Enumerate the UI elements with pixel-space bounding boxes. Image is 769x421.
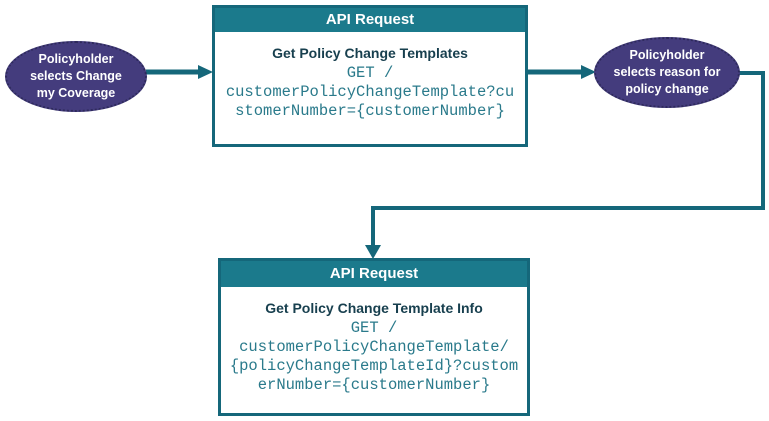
step-label: Policyholder selects Change my Coverage: [30, 52, 122, 100]
step-policyholder-selects-change: Policyholder selects Change my Coverage: [5, 41, 147, 112]
api-request-header: API Request: [215, 8, 525, 32]
api-request-box-get-template-info: API Request Get Policy Change Template I…: [218, 258, 530, 416]
step-label: Policyholder selects reason for policy c…: [613, 48, 721, 96]
api-request-header: API Request: [221, 261, 527, 287]
api-title: Get Policy Change Template Info: [265, 300, 483, 316]
arrowhead-right-icon: [581, 65, 596, 79]
api-endpoint: GET / customerPolicyChangeTemplate/ {pol…: [229, 319, 519, 395]
api-request-box-get-templates: API Request Get Policy Change Templates …: [212, 5, 528, 147]
arrowhead-right-icon: [198, 65, 213, 79]
api-endpoint: GET / customerPolicyChangeTemplate?cu st…: [225, 64, 515, 121]
arrowhead-down-icon: [365, 245, 381, 259]
step-policyholder-selects-reason: Policyholder selects reason for policy c…: [594, 37, 740, 108]
api-request-body: Get Policy Change Template Info GET / cu…: [221, 287, 527, 395]
api-request-body: Get Policy Change Templates GET / custom…: [215, 32, 525, 121]
connector-ellipse2-to-box2: [371, 71, 765, 246]
api-title: Get Policy Change Templates: [272, 45, 468, 61]
